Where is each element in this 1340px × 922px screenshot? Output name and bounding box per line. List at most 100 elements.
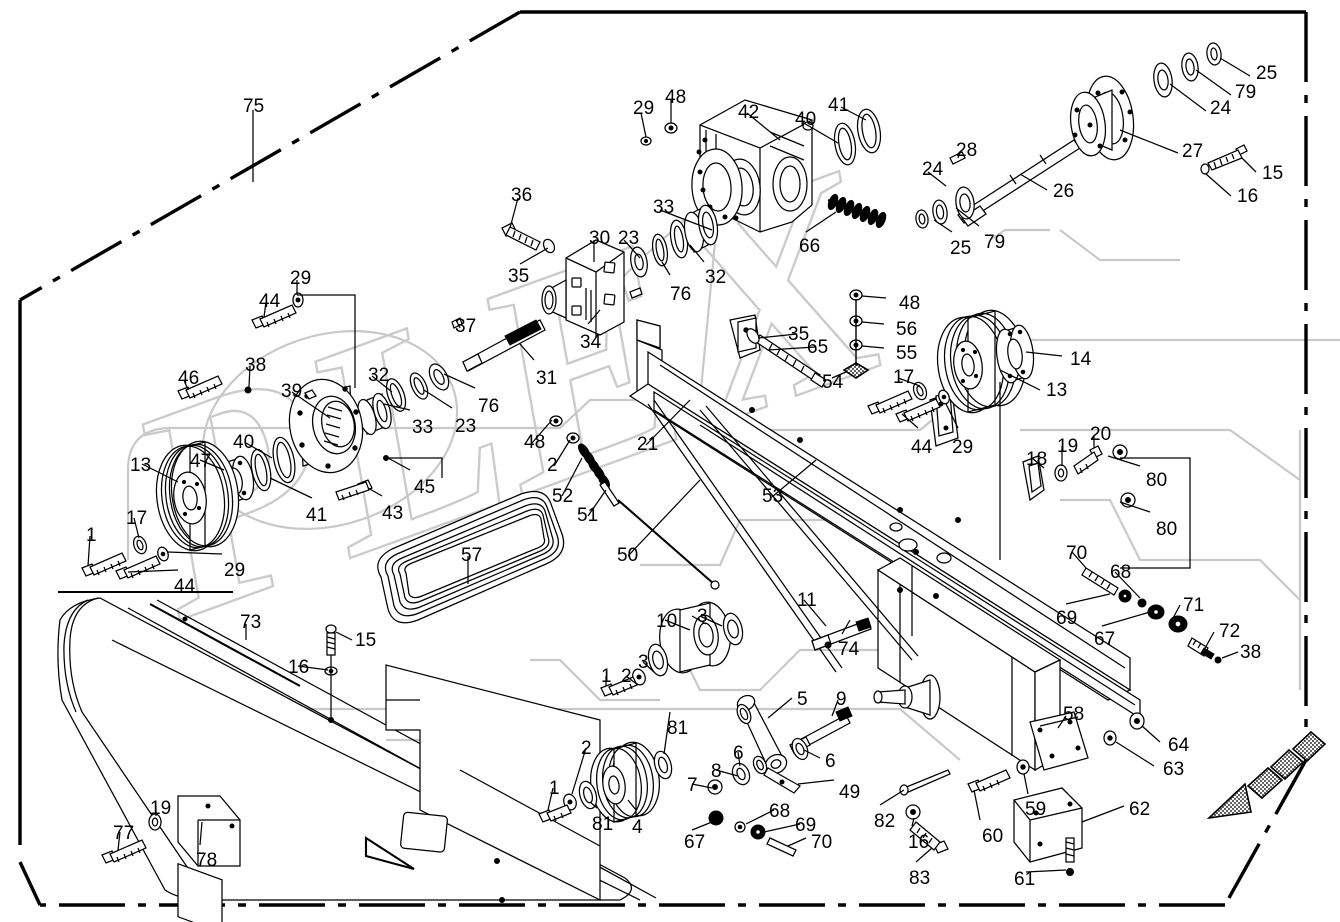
callout-29: 29 [224, 560, 246, 581]
bolt-60 [967, 769, 1011, 793]
bushing-6-b [791, 737, 809, 761]
callout-73: 73 [240, 612, 262, 633]
point-74-ref [824, 641, 832, 649]
roller-74 [873, 674, 941, 720]
callout-76: 76 [670, 284, 692, 305]
callout-44: 44 [174, 576, 196, 597]
nut-48-mid [849, 289, 863, 301]
nut-68-right [1137, 598, 1147, 608]
callout-61: 61 [1014, 869, 1036, 890]
washer-19-right [1054, 464, 1068, 482]
pin-28 [949, 151, 966, 165]
pin-70-arm [766, 837, 797, 857]
spring-52 [578, 443, 610, 489]
diagram-border [18, 10, 1308, 907]
belt-57 [377, 491, 565, 624]
callout-31: 31 [536, 368, 558, 389]
callout-48: 48 [665, 87, 687, 108]
bearing-3-b [722, 612, 744, 646]
seal-ring-41 [856, 108, 882, 154]
callout-19: 19 [1057, 436, 1079, 457]
callout-58: 58 [1063, 704, 1085, 725]
washer-79-left [932, 199, 948, 225]
callout-20: 20 [1090, 424, 1112, 445]
callout-56: 56 [896, 319, 918, 340]
pin-34 [629, 287, 643, 299]
washer-25-left [915, 209, 929, 229]
callout-21: 21 [637, 434, 659, 455]
callout-53: 53 [762, 486, 784, 507]
callout-69: 69 [1056, 608, 1078, 629]
callout-48: 48 [524, 432, 546, 453]
bracket-62 [1013, 787, 1083, 863]
callout-72: 72 [1219, 621, 1241, 642]
callout-25: 25 [1256, 63, 1278, 84]
callout-52: 52 [552, 486, 574, 507]
spacer-76-mid [651, 233, 669, 267]
callout-38: 38 [1240, 642, 1262, 663]
callout-32: 32 [705, 267, 727, 288]
callout-82: 82 [874, 811, 896, 832]
callout-17: 17 [893, 367, 915, 388]
bolt-15-duct [325, 624, 337, 656]
callout-29: 29 [952, 437, 974, 458]
callout-41: 41 [306, 505, 328, 526]
callout-27: 27 [1182, 141, 1204, 162]
rod-51 [599, 481, 620, 507]
washer-64 [1129, 712, 1145, 730]
nut-48-top [664, 122, 678, 134]
callout-68: 68 [769, 801, 791, 822]
callout-4: 4 [632, 817, 643, 838]
callout-26: 26 [1053, 181, 1075, 202]
callout-23: 23 [455, 416, 477, 437]
pulley-13-left [155, 440, 240, 552]
washer-63 [1103, 730, 1117, 746]
point-38 [244, 386, 252, 394]
callout-8: 8 [711, 761, 722, 782]
hub-flange-27 [1069, 75, 1135, 161]
callout-81: 81 [667, 718, 689, 739]
washer-29-upper [292, 292, 304, 308]
callout-42: 42 [738, 102, 760, 123]
callout-13: 13 [130, 455, 152, 476]
nut-69-arm [750, 824, 766, 840]
callout-14: 14 [1070, 349, 1092, 370]
callout-81: 81 [592, 814, 614, 835]
direction-arrow [1206, 730, 1327, 820]
callout-49: 49 [839, 782, 861, 803]
nut-80-a [1112, 444, 1128, 460]
callout-1: 1 [86, 525, 97, 546]
callout-2: 2 [621, 666, 632, 687]
ring-40 [272, 436, 296, 484]
callout-24: 24 [1210, 98, 1232, 119]
washer-68-arm [734, 821, 746, 833]
callout-11: 11 [797, 590, 817, 611]
bearing-81-a [578, 780, 598, 810]
callout-1: 1 [549, 778, 560, 799]
spring-66 [827, 193, 887, 229]
callout-43: 43 [382, 503, 404, 524]
callout-32: 32 [368, 365, 390, 386]
callout-75: 75 [243, 96, 265, 117]
seal-ring-40 [833, 122, 857, 166]
callout-66: 66 [799, 236, 821, 257]
callout-9: 9 [836, 689, 847, 710]
bearing-3-a [647, 643, 669, 677]
callout-83: 83 [909, 868, 931, 889]
callout-44: 44 [911, 437, 933, 458]
spring-washer-54 [842, 362, 870, 379]
bracket-58 [1029, 711, 1089, 771]
callout-77: 77 [113, 823, 135, 844]
gearbox-housing-42 [691, 99, 814, 233]
washer-25-right [1206, 42, 1222, 66]
washer-16-blade [905, 804, 921, 820]
bushing-6-a [736, 703, 752, 725]
callout-3: 3 [697, 606, 708, 627]
callout-16: 16 [288, 657, 310, 678]
fitting-72 [1187, 637, 1215, 660]
callout-68: 68 [1110, 562, 1132, 583]
callout-50: 50 [617, 545, 639, 566]
bolt-65 [755, 334, 827, 388]
bolt-83 [909, 821, 949, 854]
